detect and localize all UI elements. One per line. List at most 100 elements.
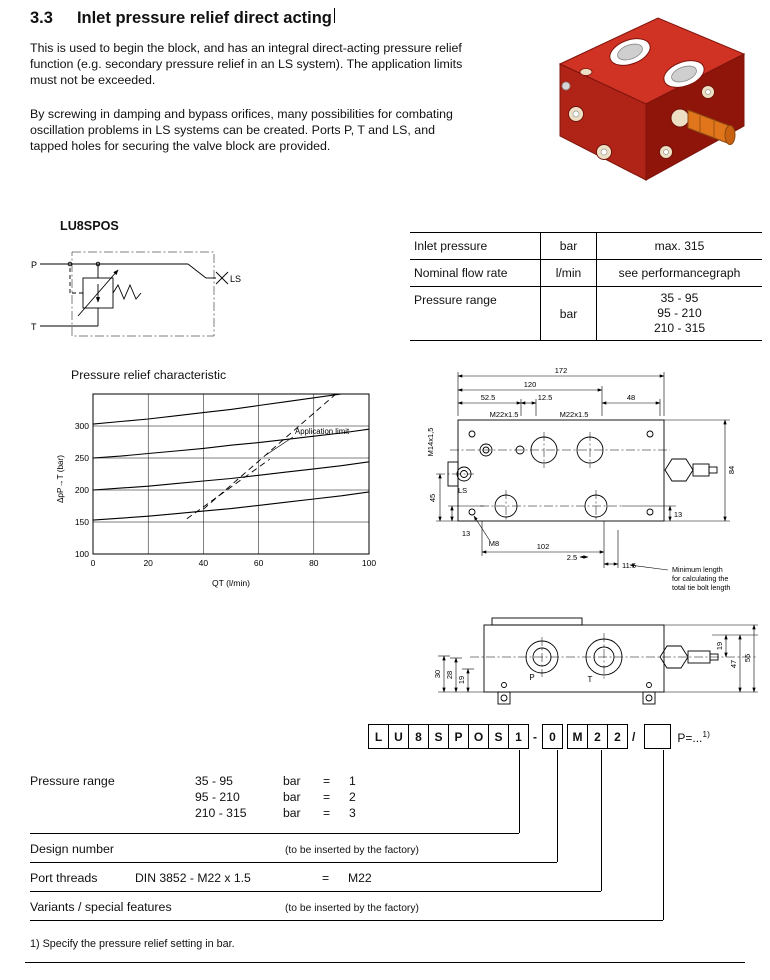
connector-line-port-threads xyxy=(601,750,602,891)
dim-lines-top xyxy=(436,372,730,571)
section-number: 3.3 xyxy=(30,8,53,27)
thread-m22-b: M22x1.5 xyxy=(560,410,589,419)
schematic-enclosure xyxy=(71,251,215,337)
chart-x-axis-label: QT (l/min) xyxy=(212,578,250,588)
model-name: LU8SPOS xyxy=(60,219,119,233)
code-slash: / xyxy=(632,729,636,744)
ordering-port-threads-eq: = xyxy=(322,871,330,885)
svg-text:300: 300 xyxy=(75,421,89,431)
ordering-design-number-note: (to be inserted by the factory) xyxy=(285,845,419,856)
port-t-label: T xyxy=(588,675,593,684)
code-suffix: P=...1) xyxy=(677,728,710,745)
thread-m22-a: M22x1.5 xyxy=(490,410,519,419)
code-cell: 8 xyxy=(408,724,429,749)
valve-top-ports xyxy=(579,38,705,88)
svg-text:80: 80 xyxy=(309,558,319,568)
spec-unit: bar xyxy=(540,287,596,340)
spec-value: max. 315 xyxy=(654,238,705,253)
ordering-design-number-label: Design number xyxy=(30,842,115,856)
spec-table: Inlet pressure bar max. 315 Nominal flow… xyxy=(410,232,762,341)
code-cell: U xyxy=(388,724,409,749)
divider-design-number xyxy=(30,862,557,863)
dim-84: 84 xyxy=(727,466,736,474)
connector-line-design-number xyxy=(557,750,558,862)
thread-m14: M14x1,5 xyxy=(426,428,435,457)
page-title: Inlet pressure relief direct acting xyxy=(77,8,336,28)
ordering-port-threads-spec: DIN 3852 - M22 x 1.5 xyxy=(135,871,251,885)
chart-y-axis-label: ΔpP→T (bar) xyxy=(56,455,65,503)
page-footer-rule xyxy=(25,962,745,963)
thread-m8: M8 xyxy=(489,539,499,548)
svg-text:100: 100 xyxy=(362,558,376,568)
entry-unit: bar xyxy=(283,806,301,820)
section-heading: 3.3 Inlet pressure relief direct acting xyxy=(30,8,336,28)
ordering-variants-note: (to be inserted by the factory) xyxy=(285,903,419,914)
tie-bolt-note-line2: for calculating the xyxy=(672,574,728,583)
dim-45: 45 xyxy=(428,494,437,502)
chart-title: Pressure relief characteristic xyxy=(71,368,227,382)
dim-120: 120 xyxy=(524,380,537,389)
spec-label: Inlet pressure xyxy=(414,239,488,253)
spec-value: see performancegraph xyxy=(618,265,741,280)
spec-value: 210 - 315 xyxy=(653,321,706,335)
code-cell: S xyxy=(488,724,509,749)
valve-front-plugs xyxy=(561,81,715,160)
code-cell-thread: 2 xyxy=(607,724,628,749)
schematic-port-t-label: T xyxy=(31,322,37,332)
code-cell: O xyxy=(468,724,489,749)
port-ls-label: LS xyxy=(458,486,467,495)
ordering-port-threads-code: M22 xyxy=(348,871,372,885)
dimension-drawing-top: 172 120 52.5 12.5 48 M22x1.5 M22x1.5 M14… xyxy=(426,366,736,592)
intro-paragraph-1: This is used to begin the block, and has… xyxy=(30,41,463,87)
entry-eq: = xyxy=(323,774,331,788)
dim-11-5: 11.5 xyxy=(622,561,636,570)
dim-47: 47 xyxy=(729,660,738,668)
spec-unit: l/min xyxy=(540,260,596,286)
connector-line-variants xyxy=(663,750,664,920)
dim-102: 102 xyxy=(537,542,550,551)
dim-30: 30 xyxy=(433,670,442,678)
entry-range: 35 - 95 xyxy=(195,774,233,788)
divider-variants xyxy=(30,920,663,921)
annotation-leader-line xyxy=(265,436,294,456)
dim-13-left: 13 xyxy=(462,529,470,538)
intro-paragraph-2: By screwing in damping and bypass orific… xyxy=(30,107,453,153)
schematic-port-p-label: P xyxy=(31,260,37,270)
entry-code: 2 xyxy=(349,790,356,804)
code-dash: - xyxy=(533,729,537,744)
code-cell: P xyxy=(448,724,469,749)
dim-28: 28 xyxy=(445,671,454,679)
entry-eq: = xyxy=(323,790,331,804)
dim-48: 48 xyxy=(627,393,635,402)
spec-label: Nominal flow rate xyxy=(414,266,508,280)
svg-text:40: 40 xyxy=(199,558,209,568)
code-cell-pressure-digit: 1 xyxy=(508,724,529,749)
svg-text:250: 250 xyxy=(75,453,89,463)
svg-text:200: 200 xyxy=(75,485,89,495)
ordering-variants-label: Variants / special features xyxy=(30,900,172,914)
dim-52-5: 52.5 xyxy=(481,393,496,402)
entry-range: 210 - 315 xyxy=(195,806,247,820)
centerlines-top xyxy=(436,432,670,522)
valve-adjust-screw xyxy=(670,108,736,145)
tie-bolt-note-line3: total tie bolt length xyxy=(672,583,730,592)
dim-19-left: 19 xyxy=(457,676,466,684)
port-p-label: P xyxy=(529,673,534,682)
code-cell-thread: M xyxy=(567,724,588,749)
dim-13-right: 13 xyxy=(674,510,682,519)
dim-12-5: 12.5 xyxy=(538,393,553,402)
valve-block-photo xyxy=(558,17,746,181)
ordering-port-threads-label: Port threads xyxy=(30,871,98,885)
valve-side-view-outline xyxy=(483,617,719,705)
svg-text:20: 20 xyxy=(143,558,153,568)
cursor-artifact xyxy=(333,8,336,23)
schematic-port-ls-label: LS xyxy=(230,274,241,284)
code-cell-variant-blank xyxy=(644,724,672,749)
spec-value: 35 - 95 xyxy=(660,291,699,305)
